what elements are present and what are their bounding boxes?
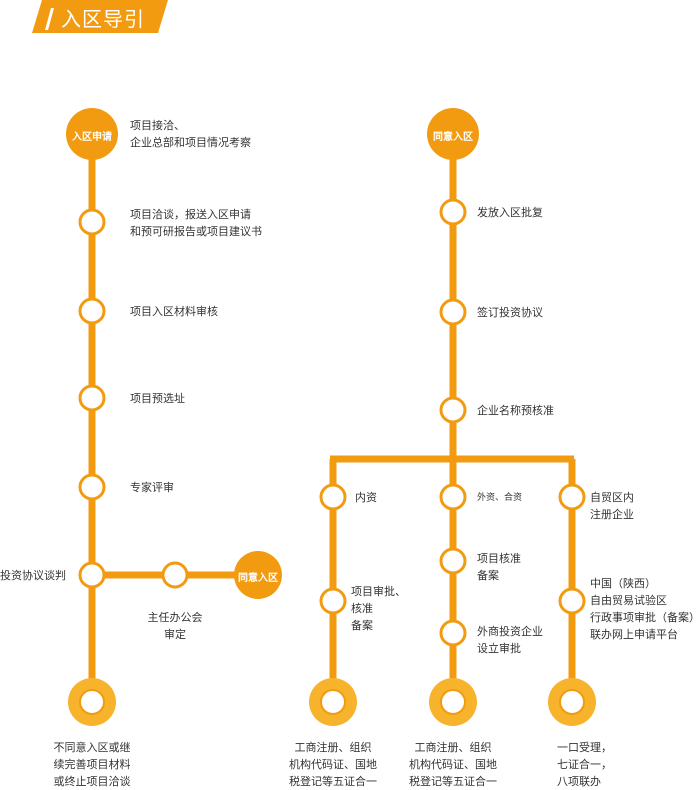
side-node-approved-label: 同意入区 xyxy=(238,573,278,584)
step-label: 项目入区材料审核 xyxy=(130,305,218,318)
step-label: 项目核准备案 xyxy=(477,552,521,582)
step-node xyxy=(78,297,106,325)
step-label: 项目预选址 xyxy=(130,392,185,405)
start-node-apply-label: 入区申请 xyxy=(72,132,112,143)
step-node xyxy=(78,384,106,412)
step-node xyxy=(439,483,467,511)
step-node xyxy=(78,208,106,236)
step-node xyxy=(439,547,467,575)
domestic-end-label: 工商注册、组织机构代码证、国地税登记等五证合一 xyxy=(289,741,377,788)
end-nodes xyxy=(68,678,596,726)
left-end-label: 不同意入区或继续完善项目材料或终止项目洽谈 xyxy=(53,741,131,788)
foreign-label: 外资、合资 xyxy=(477,493,523,503)
step-node xyxy=(558,483,586,511)
step-node xyxy=(439,396,467,424)
ftz-label: 自贸区内注册企业 xyxy=(590,491,634,521)
step-node xyxy=(439,619,467,647)
step-label: 项目审批、核准备案 xyxy=(351,585,406,632)
step-node xyxy=(439,198,467,226)
committee-label: 主任办公会审定 xyxy=(147,611,203,641)
step-label: 中国（陕西）自由贸易试验区行政事项审批（备案）联办网上申请平台 xyxy=(590,577,700,641)
page-title: 入区导引 xyxy=(61,7,145,31)
negotiation-label: 投资协议谈判 xyxy=(0,569,66,582)
ftz-end-label: 一口受理，七证合一，八项联办 xyxy=(557,741,612,788)
start-node-approved-label: 同意入区 xyxy=(433,132,473,143)
step-node xyxy=(439,298,467,326)
step-node xyxy=(161,561,189,589)
step-node xyxy=(319,483,347,511)
title-banner xyxy=(32,0,168,33)
start-node-apply xyxy=(66,108,118,160)
side-node-approved xyxy=(234,551,282,599)
start-node-approved xyxy=(427,108,479,160)
step-label: 项目接洽、企业总部和项目情况考察 xyxy=(130,119,251,149)
step-label: 签订投资协议 xyxy=(477,306,543,319)
step-label: 外商投资企业设立审批 xyxy=(477,625,543,655)
foreign-end-label: 工商注册、组织机构代码证、国地税登记等五证合一 xyxy=(409,741,497,788)
step-node xyxy=(558,587,586,615)
domestic-label: 内资 xyxy=(355,491,377,504)
step-node xyxy=(78,473,106,501)
step-label: 企业名称预核准 xyxy=(477,404,554,417)
step-label: 发放入区批复 xyxy=(477,206,543,219)
step-node xyxy=(319,587,347,615)
step-node xyxy=(78,561,106,589)
step-label: 专家评审 xyxy=(130,481,174,494)
step-label: 项目洽谈，报送入区申请和预可研报告或项目建议书 xyxy=(130,208,262,238)
